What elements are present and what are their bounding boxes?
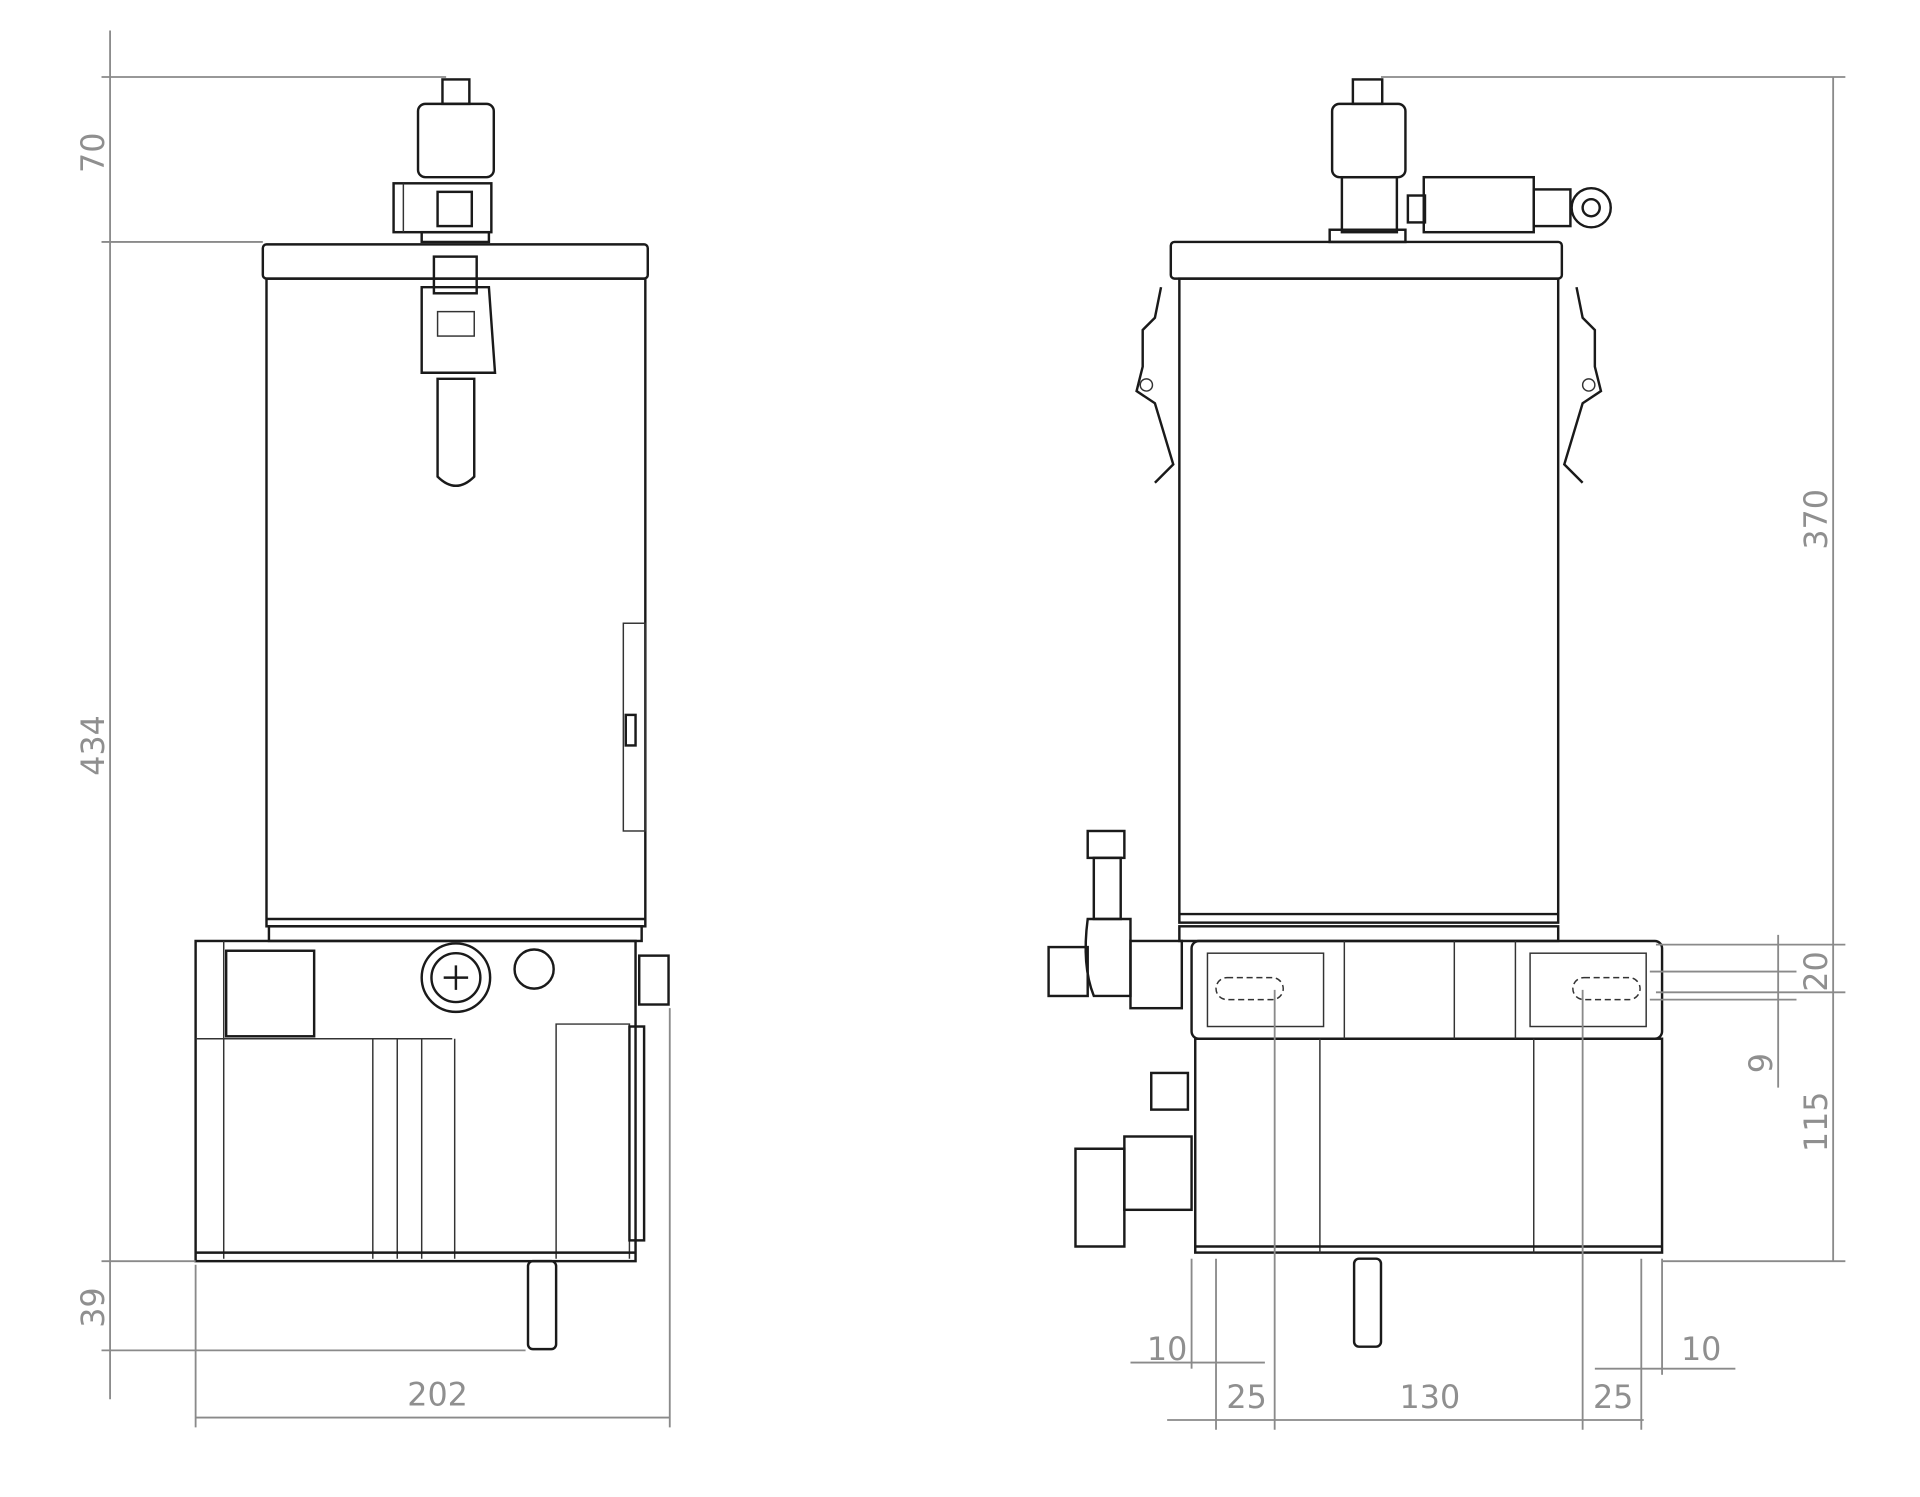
- side-dimensions: 370 20 9 115 10 25 130 25 10: [1130, 76, 1846, 1430]
- front-dimensions: 70 434 39 202: [76, 30, 671, 1428]
- dim-flange-height: 20: [1799, 951, 1835, 991]
- front-view: 70 434 39 202: [76, 30, 671, 1428]
- dim-right-slot: 25: [1593, 1380, 1633, 1416]
- dim-total-height: 370: [1799, 489, 1835, 550]
- dim-hole-offset: 9: [1744, 1053, 1780, 1073]
- fittings-side: [1047, 829, 1193, 1248]
- dim-valve-height: 70: [76, 133, 112, 173]
- pump-base: [194, 925, 670, 1351]
- side-view: 370 20 9 115 10 25 130 25 10: [1047, 76, 1846, 1430]
- reservoir: [261, 243, 649, 928]
- solenoid-valve-side: [1328, 78, 1612, 244]
- dim-outlet-height: 39: [76, 1287, 112, 1327]
- pump-base-side: [1178, 925, 1664, 1348]
- solenoid-valve: [392, 78, 496, 244]
- latch: [420, 255, 497, 487]
- dim-reservoir-height: 434: [76, 715, 112, 776]
- reservoir-side: [1135, 240, 1603, 924]
- dim-left-edge: 10: [1147, 1332, 1187, 1368]
- dim-left-slot: 25: [1226, 1380, 1266, 1416]
- dim-right-edge: 10: [1681, 1332, 1721, 1368]
- dim-hole-spacing: 130: [1400, 1380, 1461, 1416]
- dim-base-width: 202: [407, 1377, 468, 1413]
- dim-base-height: 115: [1799, 1092, 1835, 1153]
